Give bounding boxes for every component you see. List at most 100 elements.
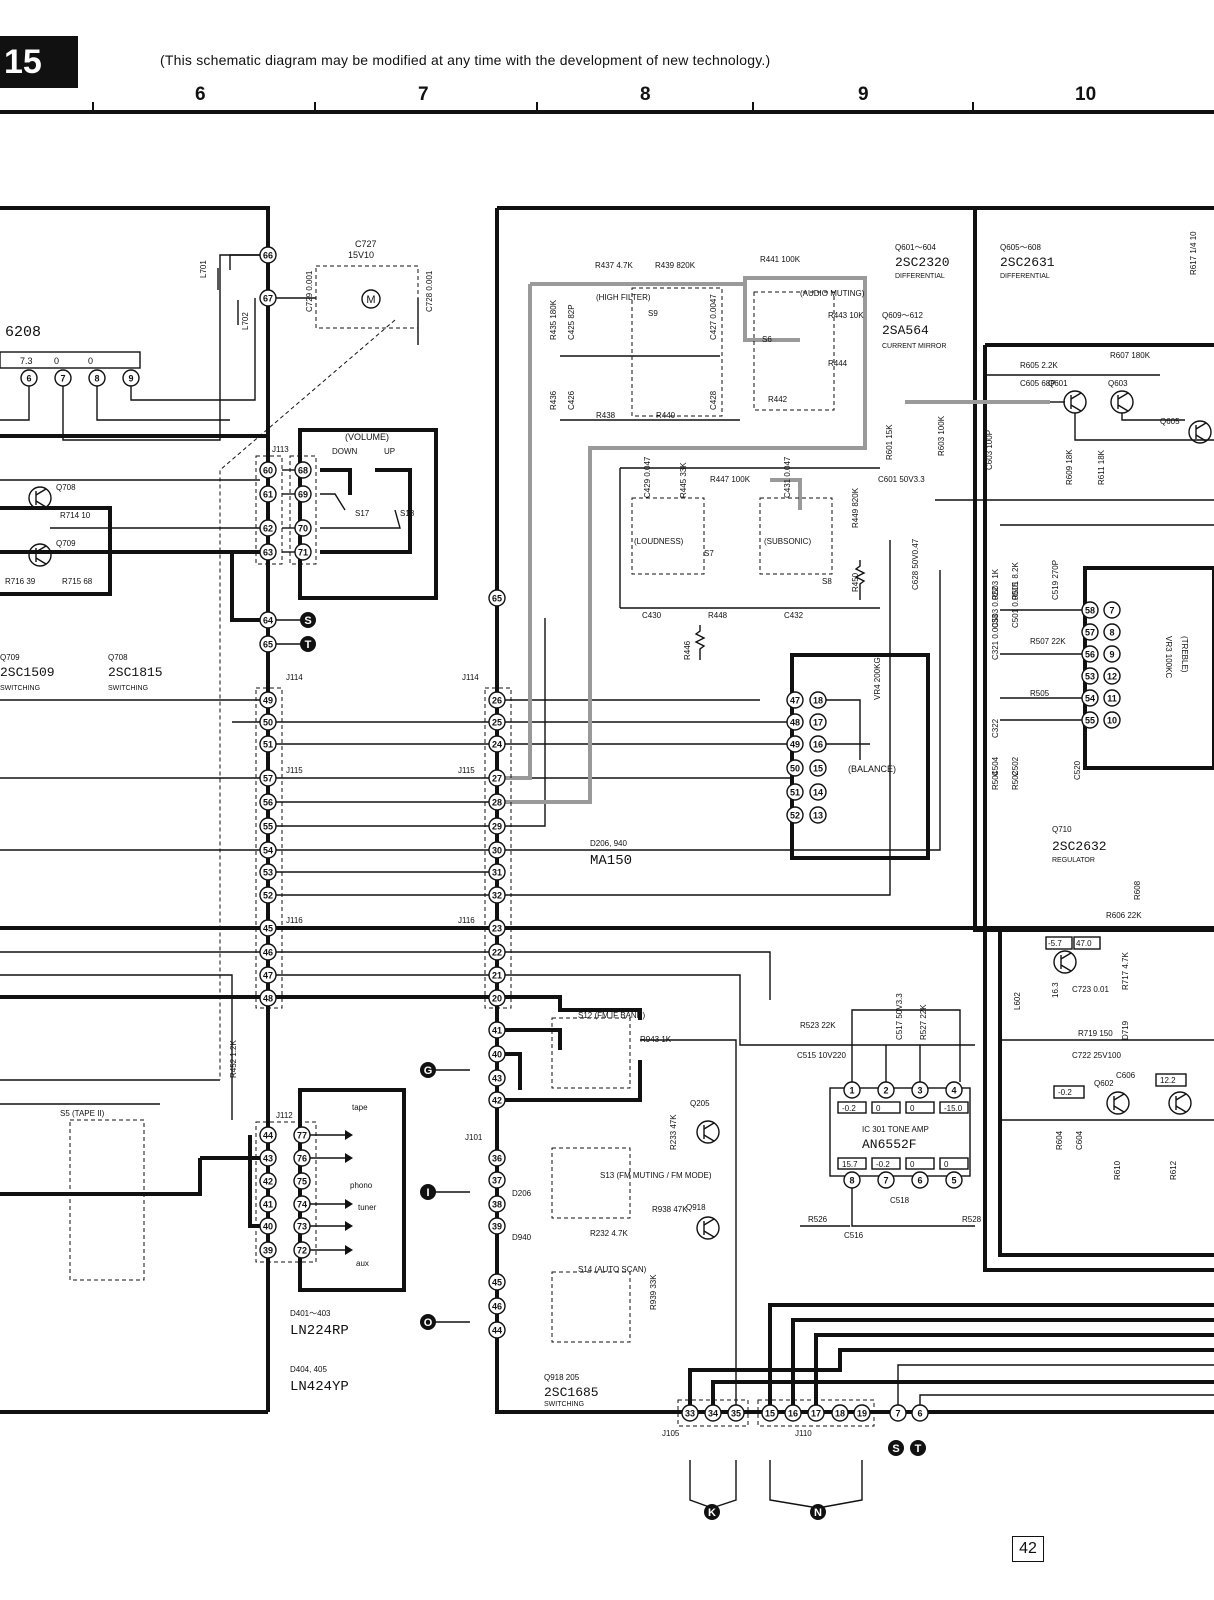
voltage-box xyxy=(1073,936,1101,950)
q205-symbol xyxy=(696,1120,720,1144)
right-harness-pin xyxy=(488,769,506,787)
loudness-label: (LOUDNESS) xyxy=(634,537,684,546)
wire xyxy=(919,1394,1214,1405)
pin-number: 18 xyxy=(835,1409,845,1419)
pin-number: 8 xyxy=(1109,628,1114,638)
voltage-reading: 0 xyxy=(88,356,93,366)
r603-label: R603 100K xyxy=(937,415,946,456)
s6-label: S6 xyxy=(762,335,772,344)
r442-label: R442 xyxy=(768,395,788,404)
j113-pin xyxy=(259,289,277,307)
pin-number: 65 xyxy=(492,594,502,604)
j105-pin xyxy=(704,1404,722,1422)
c501-label: C501 0.0015 xyxy=(1011,582,1020,628)
q710-part: 2SC2632 xyxy=(1052,839,1107,854)
q708-part: 2SC1815 xyxy=(108,665,163,680)
j116-right-label: J116 xyxy=(458,916,475,925)
s12-pin xyxy=(488,1069,506,1087)
s9-label: S9 xyxy=(648,309,658,318)
wire xyxy=(1121,413,1185,421)
j112-pin xyxy=(293,1217,311,1235)
led_tuner-label: tuner xyxy=(358,1203,377,1212)
c727-val: 15V10 xyxy=(348,250,374,260)
pin-number: 16 xyxy=(788,1409,798,1419)
j110-dashed xyxy=(757,1399,875,1427)
s13-label: S13 (FM MUTING / FM MODE) xyxy=(600,1171,712,1180)
balance-pin xyxy=(809,735,827,753)
marker-T xyxy=(910,1440,926,1456)
j113-pin xyxy=(259,485,277,503)
q603-label: Q603 xyxy=(1108,379,1128,388)
marker-letter: G xyxy=(424,1065,433,1077)
s12-pin xyxy=(488,1045,506,1063)
s14-label: S14 (AUTO SCAN) xyxy=(578,1265,647,1274)
right-harness-pin xyxy=(488,919,506,937)
c520-label: C520 xyxy=(1073,760,1082,780)
c322-label: C322 xyxy=(991,718,1000,738)
pin-number: 51 xyxy=(263,740,273,750)
pin-number: 37 xyxy=(492,1176,502,1186)
j113-pin xyxy=(259,543,277,561)
thick-wire xyxy=(983,345,1214,1272)
q708-symbol xyxy=(28,486,52,510)
r714-label: R714 10 xyxy=(60,511,91,520)
left-harness-pin xyxy=(259,863,277,881)
treble-pin xyxy=(1103,667,1121,685)
q918-symbol xyxy=(696,1216,720,1240)
j115-right-label: J115 xyxy=(458,766,475,775)
vol-up-label: UP xyxy=(384,447,395,456)
c426-label: C426 xyxy=(567,390,576,410)
voltage-box xyxy=(905,1101,935,1114)
transistor-emitter xyxy=(1113,1105,1125,1113)
balance-pin xyxy=(809,713,827,731)
q601-604-desc: DIFFERENTIAL xyxy=(895,273,945,280)
pin-number: 57 xyxy=(263,774,273,784)
left-ic-pin xyxy=(122,369,140,387)
transistor-emitter xyxy=(35,557,47,565)
q605-608-ref: Q605～608 xyxy=(1000,243,1041,252)
bottom-pin xyxy=(889,1404,907,1422)
balance-pin xyxy=(809,691,827,709)
pin-number: 63 xyxy=(263,548,273,558)
marker-N xyxy=(810,1504,826,1520)
marker-S xyxy=(300,612,316,628)
left-harness-pin xyxy=(259,966,277,984)
ruler-tick xyxy=(972,102,974,112)
d404-405-ref: D404, 405 xyxy=(290,1365,327,1374)
j112-pin xyxy=(293,1172,311,1190)
thick-wire xyxy=(505,1060,642,1102)
grid-col-10: 10 xyxy=(1075,84,1097,105)
q601-604-ref: Q601～604 xyxy=(895,243,936,252)
marker-letter: K xyxy=(708,1507,716,1519)
treble-pin xyxy=(1103,689,1121,707)
voltage-reading: 0 xyxy=(876,1104,881,1113)
right-harness-pin xyxy=(488,841,506,859)
voltage-reading: -0.2 xyxy=(842,1104,856,1113)
r436-label: R436 xyxy=(549,390,558,410)
pin-number: 77 xyxy=(297,1131,307,1141)
pin-number: 50 xyxy=(790,764,800,774)
c605-label: C605 68P xyxy=(1020,379,1056,388)
j114-right-label: J114 xyxy=(462,673,479,682)
thick-wire xyxy=(497,995,642,1020)
right-harness-pin xyxy=(488,989,506,1007)
marker-letter: I xyxy=(426,1187,429,1199)
wire xyxy=(505,570,941,851)
r441-label: R441 100K xyxy=(760,255,801,264)
c728-label: C728 0.001 xyxy=(425,270,434,312)
pin-number: 62 xyxy=(263,524,273,534)
pin-number: 39 xyxy=(263,1246,273,1256)
c515-label: C515 10V220 xyxy=(797,1051,846,1060)
transistor-collector xyxy=(35,488,47,496)
voltage-reading: -0.2 xyxy=(1058,1088,1072,1097)
pin-number: 10 xyxy=(1107,716,1117,726)
wire xyxy=(505,951,771,1000)
treble-label: (TREBLE) xyxy=(1180,636,1189,673)
pin-number: 22 xyxy=(492,948,502,958)
r717-label: R717 4.7K xyxy=(1121,952,1130,990)
ruler-tick xyxy=(314,102,316,112)
led-diode-icon xyxy=(345,1245,353,1255)
left-harness-pin xyxy=(259,943,277,961)
volume-label: (VOLUME) xyxy=(345,432,389,442)
treble-pin xyxy=(1081,601,1099,619)
